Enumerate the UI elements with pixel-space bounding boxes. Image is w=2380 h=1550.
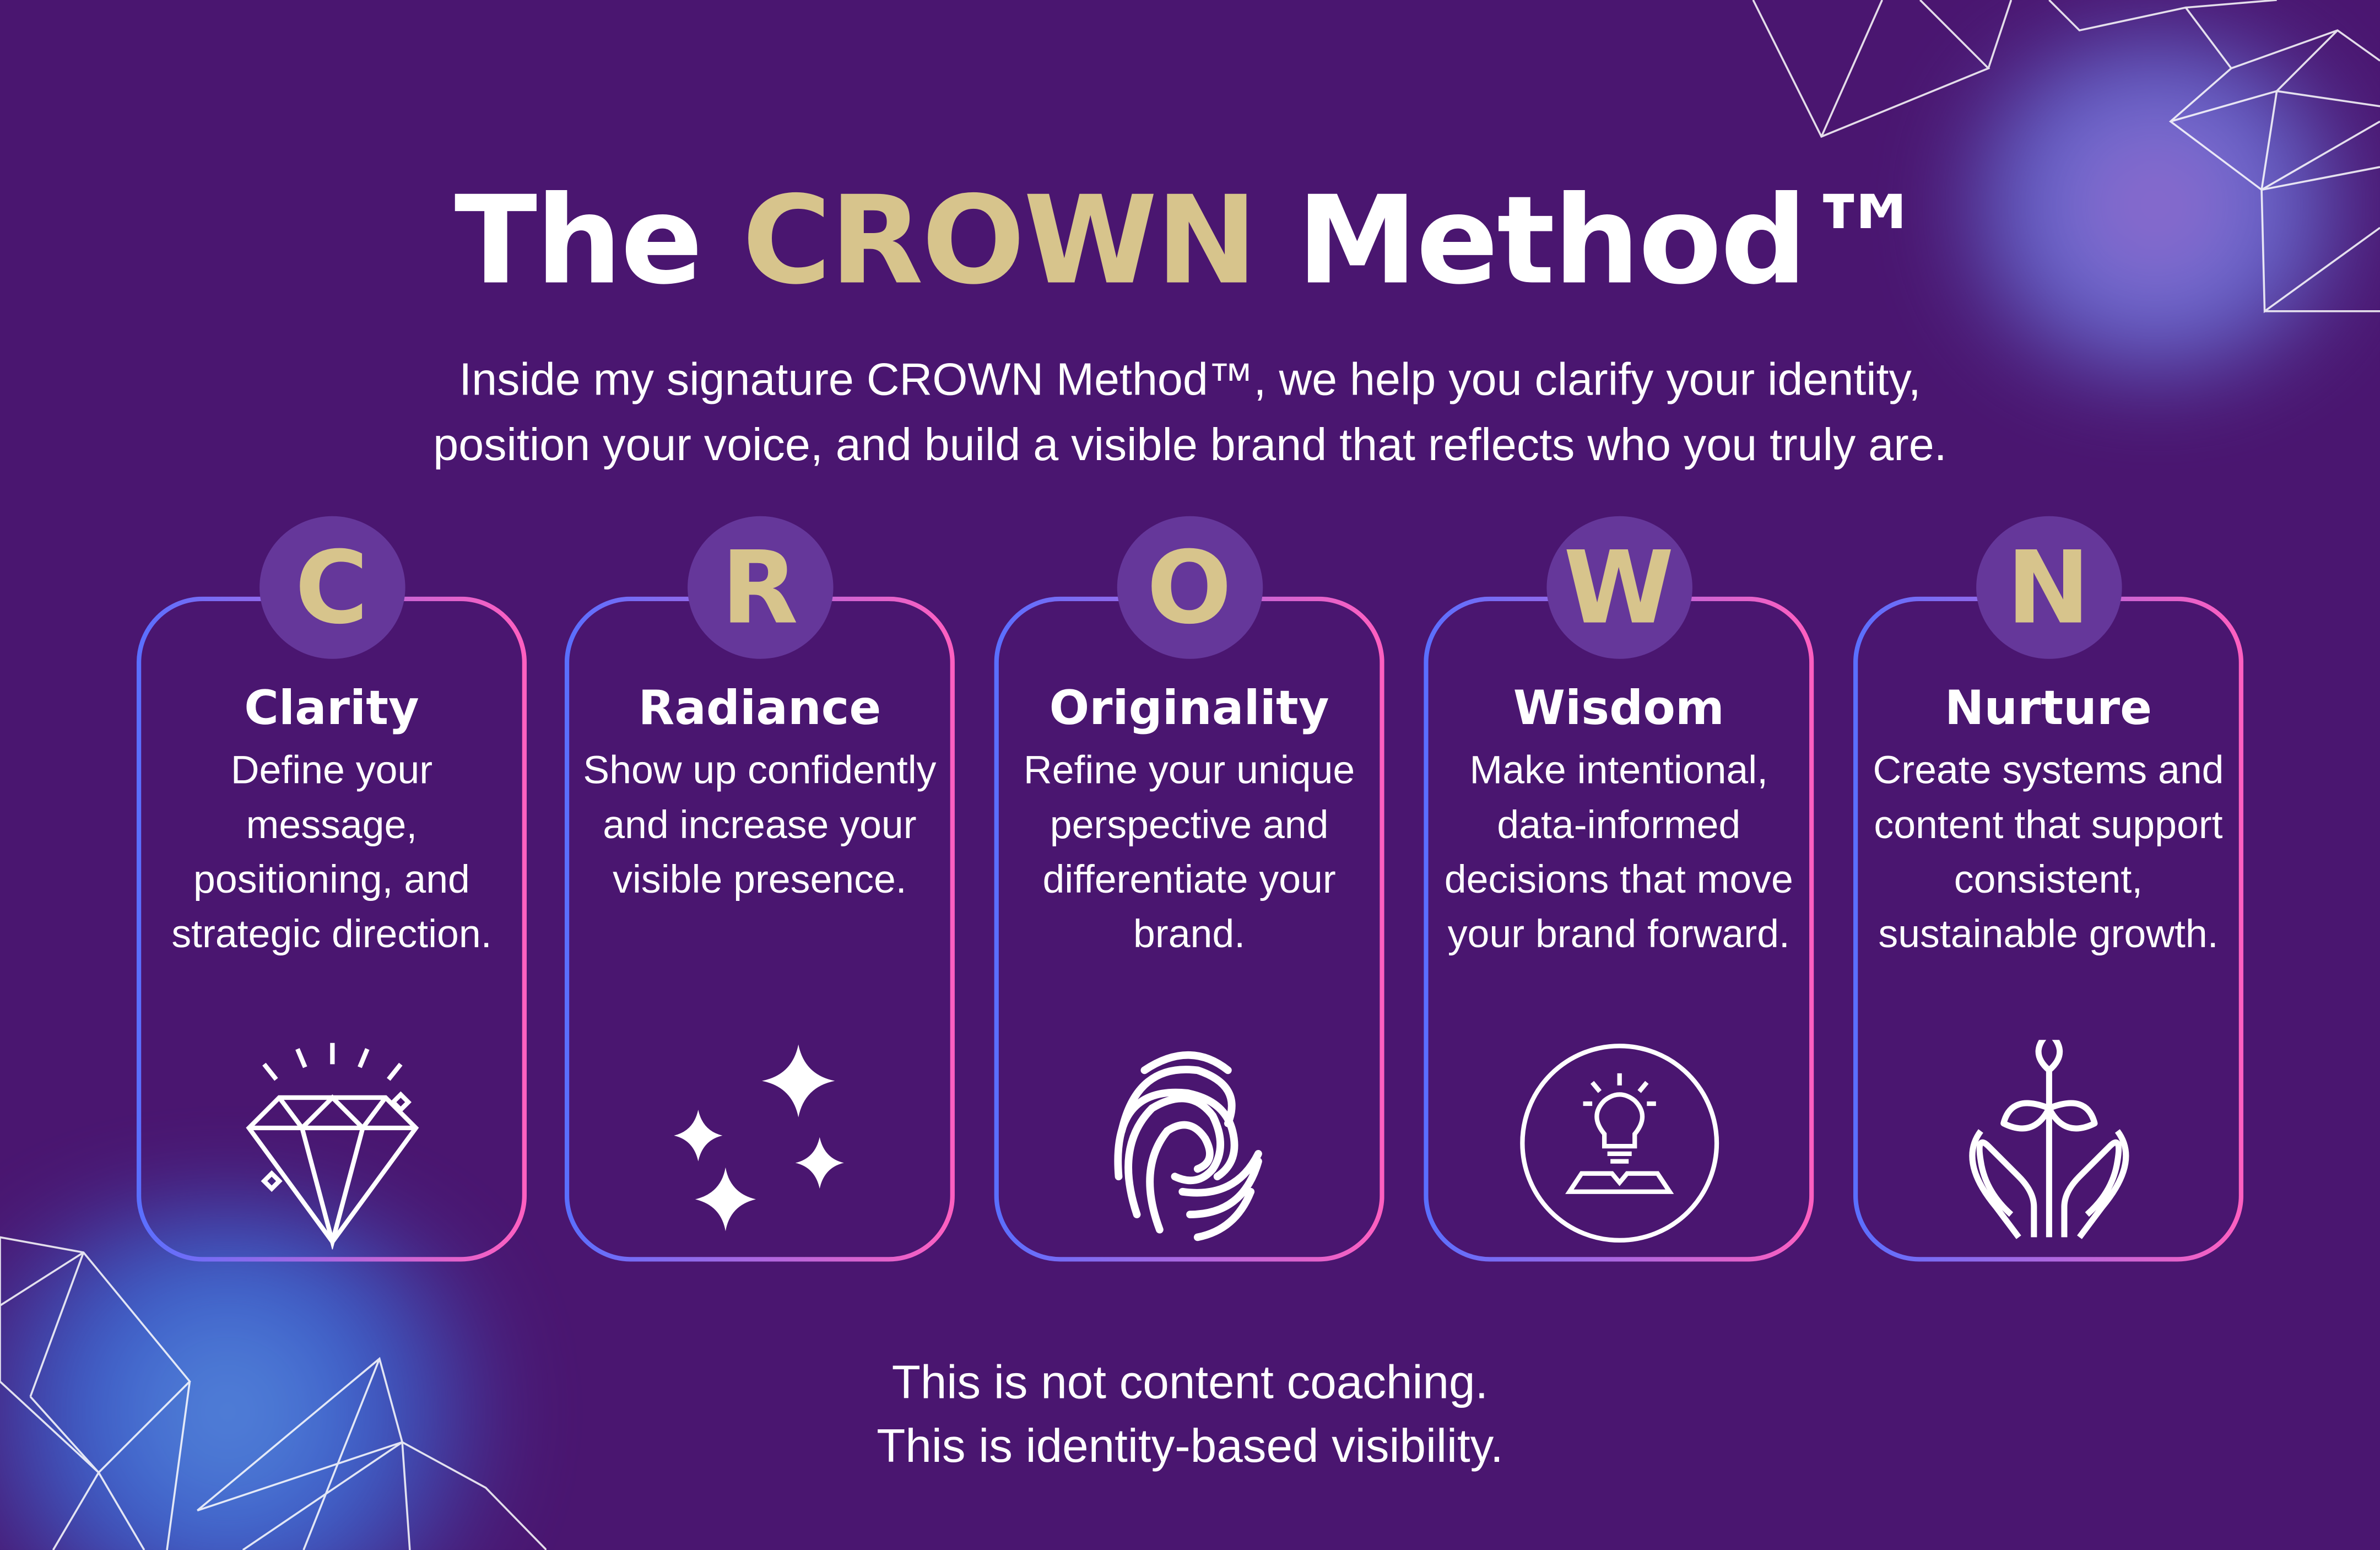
page-title: The CROWN Method™ — [0, 170, 2380, 311]
card-wisdom: W Wisdom Make intentional, data-informed… — [1424, 516, 1814, 1262]
title-suffix: Method™ — [1296, 170, 1927, 311]
letter-badge: R — [686, 516, 833, 659]
card-title: Nurture — [1944, 682, 2152, 737]
card-title: Originality — [1049, 682, 1329, 737]
card-title: Radiance — [638, 682, 881, 737]
diamond-icon — [233, 1037, 430, 1256]
letter-badge: N — [1975, 516, 2122, 659]
card-title: Wisdom — [1513, 682, 1724, 737]
card-nurture: N Nurture Create systems and content tha… — [1853, 516, 2244, 1262]
sparkles-icon — [661, 1037, 858, 1256]
glow-top-right — [1927, 30, 2380, 380]
subtitle-line-2: position your voice, and build a visible… — [433, 420, 1947, 471]
card-description: Show up confidently and increase your vi… — [583, 747, 937, 902]
title-highlight: CROWN — [742, 170, 1257, 311]
title-prefix: The — [454, 170, 703, 311]
plant-hands-icon — [1957, 1029, 2140, 1259]
letter-badge: C — [258, 516, 405, 659]
card-radiance: R Radiance Show up confidently and incre… — [564, 516, 955, 1262]
card-originality: O Originality Refine your unique perspec… — [994, 516, 1384, 1262]
geometric-crystal-bottom-left — [0, 1236, 547, 1550]
geometric-crystal-top-right — [1752, 0, 2380, 314]
card-description: Create systems and content that support … — [1873, 747, 2224, 957]
card-title: Clarity — [244, 682, 419, 737]
footer-line-2: This is identity-based visibility. — [877, 1419, 1503, 1473]
fingerprint-icon — [1106, 1040, 1273, 1259]
card-description: Define your message, positioning, and st… — [171, 747, 492, 957]
footer-line-1: This is not content coaching. — [891, 1355, 1489, 1409]
letter-badge: W — [1546, 516, 1692, 659]
letter-badge: O — [1116, 516, 1262, 659]
subtitle-line-1: Inside my signature CROWN Method™, we he… — [459, 355, 1921, 406]
card-description: Make intentional, data-informed decision… — [1444, 747, 1793, 957]
card-description: Refine your unique perspective and diffe… — [1023, 747, 1355, 957]
lightbulb-book-icon — [1516, 1040, 1722, 1252]
card-clarity: C Clarity Define your message, positioni… — [136, 516, 527, 1262]
